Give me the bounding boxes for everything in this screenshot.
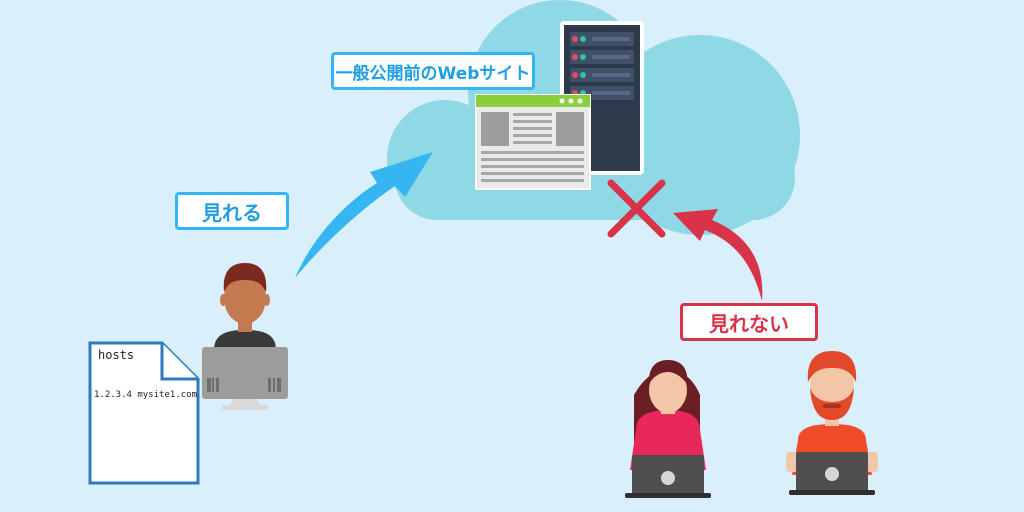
person-woman-laptop-user: [630, 360, 706, 470]
cloud-website-label: 一般公開前のWebサイト: [331, 52, 535, 90]
access-ok-label: 見れる: [175, 192, 289, 230]
access-ng-label: 見れない: [680, 303, 818, 341]
hosts-file-title: hosts: [98, 348, 135, 362]
blocked-x-icon: [607, 179, 666, 238]
hosts-document-icon: [88, 341, 200, 485]
laptop-icon: [625, 455, 711, 498]
laptop-icon: [789, 452, 875, 495]
desktop-monitor-icon: [202, 347, 288, 410]
hosts-file-entry: 1.2.3.4 mysite1.com: [94, 390, 197, 400]
access-ng-arrow: [673, 209, 763, 301]
webpage-icon: [475, 94, 591, 190]
access-ok-arrow: [295, 152, 433, 278]
